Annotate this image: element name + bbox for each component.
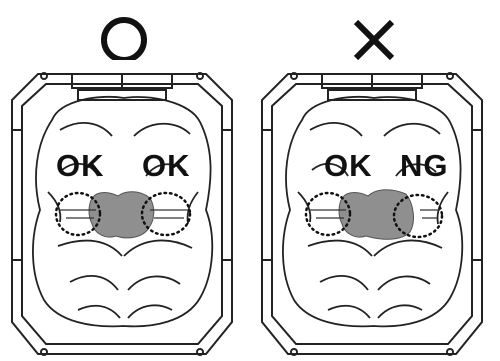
right-label: NG [400,150,449,181]
cross-icon [250,8,500,60]
panel-correct: OK OK [0,0,250,361]
circle-icon [0,8,250,60]
cushion-illustration-correct [0,60,250,361]
cushion-illustration-incorrect [250,60,500,361]
highlight-area [89,192,154,238]
right-label: OK [142,150,191,181]
left-label: OK [324,150,373,181]
panel-incorrect: OK NG [250,0,500,361]
left-label: OK [56,150,105,181]
